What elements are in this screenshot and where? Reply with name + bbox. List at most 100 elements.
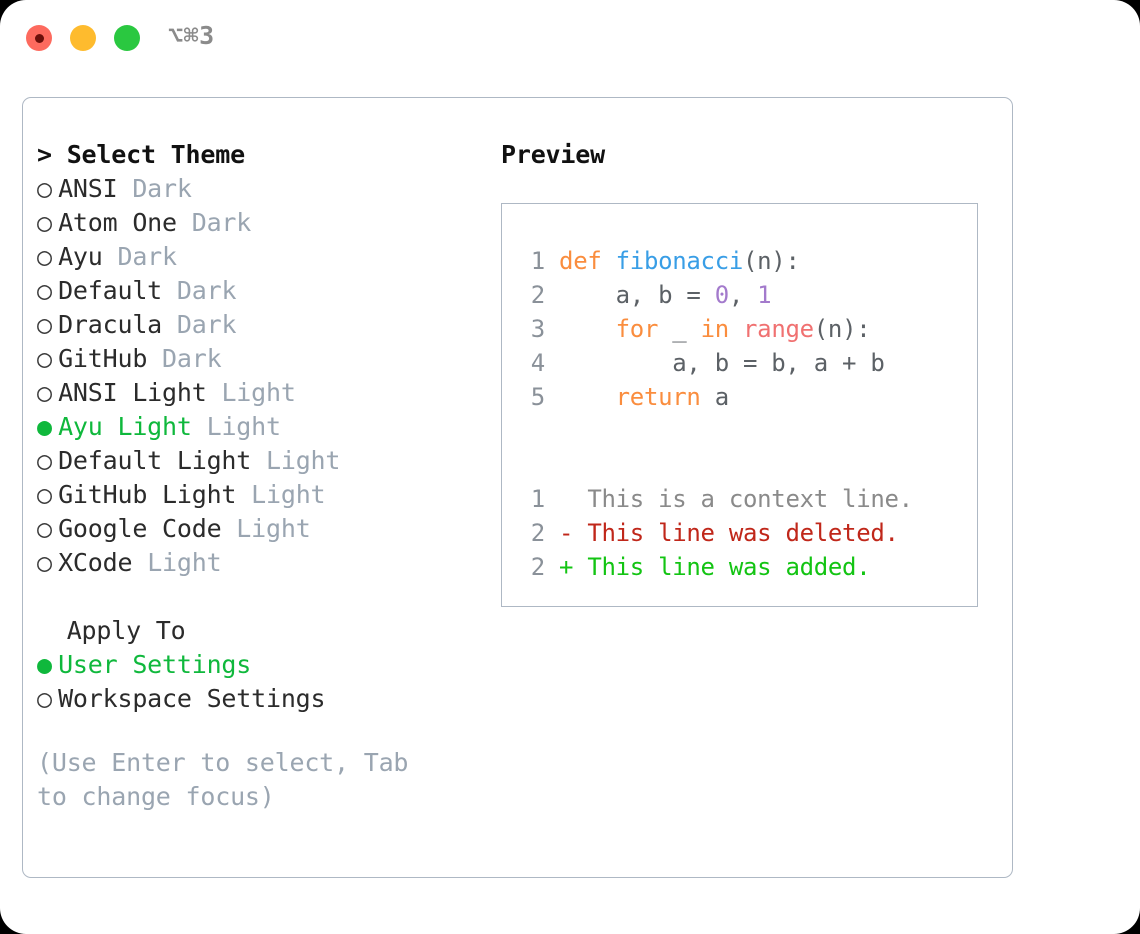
radio-icon: ○ <box>37 344 52 373</box>
code-line: 4 a, b = b, a + b <box>516 346 977 380</box>
line-number: 2 <box>530 281 545 309</box>
diff-sign: - <box>559 519 574 547</box>
minimize-button[interactable] <box>70 25 96 51</box>
code-token: in <box>700 315 730 343</box>
theme-variant-badge: Dark <box>132 174 192 203</box>
code-token <box>729 315 743 343</box>
code-token: return <box>615 383 701 411</box>
radio-icon: ○ <box>37 480 52 509</box>
theme-variant-badge: Light <box>221 378 296 407</box>
list-spacer <box>37 580 477 614</box>
diff-line-deleted: 2 - This line was deleted. <box>516 516 977 550</box>
code-line: 5 return a <box>516 380 977 414</box>
radio-icon-selected: ● <box>37 412 52 441</box>
line-number: 5 <box>530 383 545 411</box>
theme-list-header: > Select Theme <box>37 140 245 169</box>
diff-sign: + <box>559 553 574 581</box>
radio-icon: ○ <box>37 310 52 339</box>
theme-name: Atom One <box>58 208 177 237</box>
preview-box: 1 def fibonacci(n): 2 a, b = 0, 1 3 for … <box>501 203 978 607</box>
code-token: a, b = <box>559 281 715 309</box>
preview-title: Preview <box>501 140 605 169</box>
theme-name: Default <box>58 276 163 305</box>
theme-variant-badge: Light <box>266 446 341 475</box>
close-button[interactable] <box>26 25 52 51</box>
theme-list-item[interactable]: ○XCode Light <box>37 546 477 580</box>
theme-list-item-selected[interactable]: ●Ayu Light Light <box>37 410 477 444</box>
line-number: 1 <box>530 485 545 513</box>
theme-variant-badge: Dark <box>162 344 222 373</box>
code-blank-line <box>516 448 977 482</box>
apply-to-list: ●User Settings ○Workspace Settings <box>37 648 477 716</box>
theme-name: Google Code <box>58 514 222 543</box>
theme-list-item[interactable]: ○Atom One Dark <box>37 206 477 240</box>
theme-name: GitHub <box>58 344 148 373</box>
theme-name: ANSI Light <box>58 378 207 407</box>
code-token: def <box>559 247 616 275</box>
radio-icon: ○ <box>37 684 52 713</box>
theme-variant-badge: Light <box>206 412 281 441</box>
theme-name: XCode <box>58 548 133 577</box>
theme-list-item[interactable]: ○Ayu Dark <box>37 240 477 274</box>
theme-name: ANSI <box>58 174 118 203</box>
code-token: , <box>728 281 758 309</box>
line-number: 2 <box>530 553 545 581</box>
theme-name: Dracula <box>58 310 163 339</box>
radio-icon: ○ <box>37 378 52 407</box>
code-blank-line <box>516 414 977 448</box>
maximize-button[interactable] <box>114 25 140 51</box>
code-token: a, b = b, a + b <box>559 349 885 377</box>
code-token <box>559 315 616 343</box>
radio-icon-selected: ● <box>37 650 52 679</box>
theme-list-item[interactable]: ○Default Light Light <box>37 444 477 478</box>
traffic-lights <box>26 25 140 51</box>
theme-name: Ayu <box>58 242 103 271</box>
code-token: (n): <box>813 315 871 343</box>
code-token: _ <box>658 315 701 343</box>
code-token: 1 <box>757 281 772 309</box>
theme-list-column: > Select Theme ○ANSI Dark ○Atom One Dark… <box>37 138 477 814</box>
theme-list-item[interactable]: ○Default Dark <box>37 274 477 308</box>
code-token: (n): <box>743 247 800 275</box>
theme-variant-badge: Light <box>147 548 222 577</box>
theme-variant-badge: Dark <box>191 208 252 237</box>
title-bar: ⌥⌘3 <box>0 0 1140 78</box>
apply-to-label: Workspace Settings <box>58 684 326 713</box>
diff-sign <box>559 485 573 513</box>
apply-to-item-user-settings[interactable]: ●User Settings <box>37 648 477 682</box>
theme-list-item[interactable]: ○ANSI Dark <box>37 172 477 206</box>
theme-list-item[interactable]: ○ANSI Light Light <box>37 376 477 410</box>
theme-name: GitHub Light <box>58 480 237 509</box>
radio-icon: ○ <box>37 276 52 305</box>
theme-name: Ayu Light <box>58 412 192 441</box>
preview-column: Preview 1 def fibonacci(n): 2 a, b = 0, … <box>501 138 1001 607</box>
theme-variant-badge: Light <box>251 480 326 509</box>
apply-to-header: Apply To <box>37 616 186 645</box>
diff-text: This line was added. <box>573 553 871 581</box>
apply-to-label: User Settings <box>58 650 252 679</box>
theme-name: Default Light <box>58 446 252 475</box>
radio-icon: ○ <box>37 174 52 203</box>
theme-list-item[interactable]: ○Google Code Light <box>37 512 477 546</box>
code-line: 3 for _ in range(n): <box>516 312 977 346</box>
theme-list-item[interactable]: ○GitHub Light Light <box>37 478 477 512</box>
radio-icon: ○ <box>37 242 52 271</box>
code-line: 2 a, b = 0, 1 <box>516 278 977 312</box>
diff-text: This is a context line. <box>573 485 913 513</box>
code-token <box>559 383 616 411</box>
diff-line-added: 2 + This line was added. <box>516 550 977 584</box>
theme-list-item[interactable]: ○GitHub Dark <box>37 342 477 376</box>
theme-variant-badge: Light <box>236 514 311 543</box>
theme-selector-panel: > Select Theme ○ANSI Dark ○Atom One Dark… <box>22 97 1013 878</box>
theme-list-item[interactable]: ○Dracula Dark <box>37 308 477 342</box>
radio-icon: ○ <box>37 514 52 543</box>
theme-list: ○ANSI Dark ○Atom One Dark ○Ayu Dark ○Def… <box>37 172 477 580</box>
code-token: a <box>700 383 729 411</box>
diff-line-context: 1 This is a context line. <box>516 482 977 516</box>
theme-variant-badge: Dark <box>117 242 177 271</box>
code-token: range <box>743 315 814 343</box>
theme-variant-badge: Dark <box>176 276 237 305</box>
apply-to-item-workspace-settings[interactable]: ○Workspace Settings <box>37 682 477 716</box>
line-number: 4 <box>530 349 545 377</box>
